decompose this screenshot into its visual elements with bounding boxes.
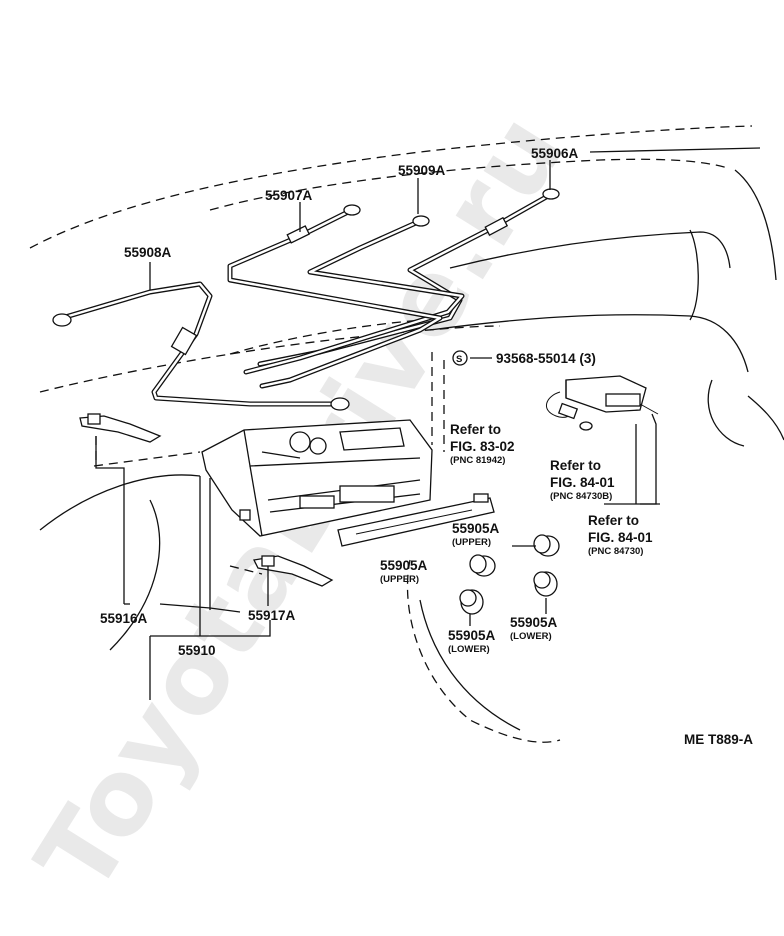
screw-symbol: S	[452, 350, 468, 366]
heater-control-assembly	[201, 419, 495, 547]
knob-upper-right	[533, 534, 560, 557]
labels: 55906A 55909A 55907A 55908A 93568-55014 …	[100, 146, 753, 747]
label-knob-lower-1-sub: (LOWER)	[448, 644, 490, 655]
knob-lower-left	[459, 589, 484, 615]
label-knob-lower-2: 55905A	[510, 615, 558, 630]
label-55908a: 55908A	[124, 245, 172, 260]
label-55917a: 55917A	[248, 608, 296, 623]
label-ref3-line3: (PNC 84730)	[588, 546, 643, 557]
label-55910: 55910	[178, 643, 216, 658]
label-ref1-line1: Refer to	[450, 422, 501, 437]
label-55907a: 55907A	[265, 188, 313, 203]
knob-lower-right	[533, 571, 558, 597]
label-screw-part: 93568-55014 (3)	[496, 351, 596, 366]
label-knob-upper-1-sub: (UPPER)	[452, 537, 491, 548]
leader-lines	[95, 147, 761, 700]
label-ref1-line3: (PNC 81942)	[450, 455, 505, 466]
label-ref2-line2: FIG. 84-01	[550, 475, 615, 490]
cable-55907a	[227, 204, 443, 389]
cable-55908a	[52, 281, 350, 411]
label-ref2-line1: Refer to	[550, 458, 601, 473]
label-55906a: 55906A	[531, 146, 579, 161]
label-55909a: 55909A	[398, 163, 446, 178]
label-ref2-line3: (PNC 84730B)	[550, 491, 612, 502]
bracket-55916a	[79, 413, 162, 443]
label-ref3-line2: FIG. 84-01	[588, 530, 653, 545]
knob-upper-left	[469, 554, 496, 577]
screw-symbol-letter: S	[456, 354, 462, 365]
bracket-55917a	[253, 555, 334, 587]
figure-code: ME T889-A	[684, 732, 753, 747]
label-55916a: 55916A	[100, 611, 148, 626]
label-ref3-line1: Refer to	[588, 513, 639, 528]
label-ref1-line2: FIG. 83-02	[450, 439, 515, 454]
label-knob-upper-1: 55905A	[452, 521, 500, 536]
blower-connector	[546, 375, 659, 431]
label-knob-upper-2: 55905A	[380, 558, 428, 573]
label-knob-lower-1: 55905A	[448, 628, 496, 643]
cable-55909a	[243, 215, 465, 375]
label-knob-upper-2-sub: (UPPER)	[380, 574, 419, 585]
label-knob-lower-2-sub: (LOWER)	[510, 631, 552, 642]
